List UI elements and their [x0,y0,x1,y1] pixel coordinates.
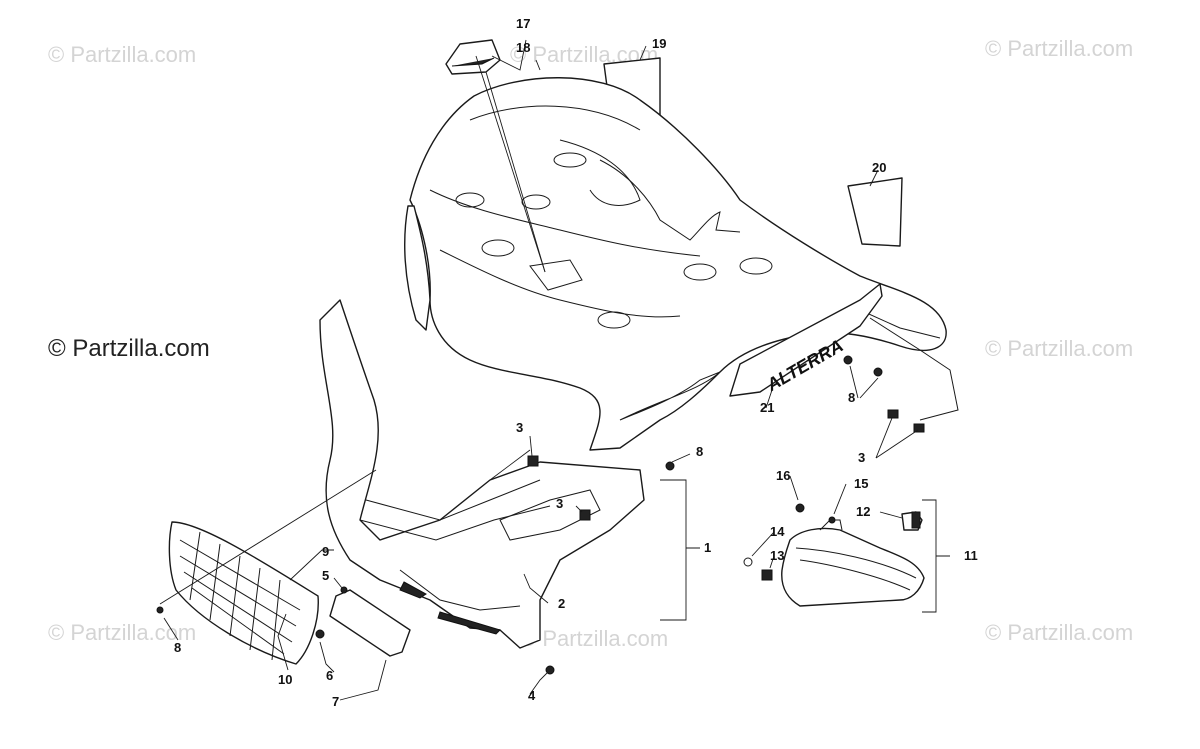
nut-part-13 [761,569,773,581]
headlight-part-11 [781,519,925,607]
callout-17: 17 [516,16,530,31]
screw-part-8-fender-b [873,367,883,377]
callout-8-grille: 8 [174,640,181,655]
callout-9: 9 [322,544,329,559]
watermark-main: © Partzilla.com [48,335,210,362]
watermark-bottom-right: © Partzilla.com [985,620,1133,645]
callout-5: 5 [322,568,329,583]
callout-8-bumper: 8 [696,444,703,459]
callout-16: 16 [776,468,790,483]
callout-3-fender: 3 [858,450,865,465]
clip-part-15 [828,516,836,524]
callout-12: 12 [856,504,870,519]
callout-7: 7 [332,694,339,709]
callout-11: 11 [964,548,978,563]
screw-part-6 [315,629,325,639]
watermark-top-left: © Partzilla.com [48,42,196,67]
front-fender-part-18 [404,77,959,451]
watermark-top-right: © Partzilla.com [985,36,1133,61]
callout-21: 21 [760,400,774,415]
callout-18: 18 [516,40,530,55]
screw-part-8-bumper [665,461,675,471]
callout-3-lower: 3 [556,496,563,511]
callout-20: 20 [872,160,886,175]
leader-lines [159,39,950,701]
insert-part-7 [329,589,411,657]
callout-15: 15 [854,476,868,491]
callouts: 17 18 19 20 21 8 3 3 3 8 1 2 4 5 6 7 9 1… [174,16,978,709]
screw-part-8-fender-a [843,355,853,365]
watermark-mid-right: © Partzilla.com [985,336,1133,361]
nut-part-16 [795,503,805,513]
decal-part-20 [847,177,903,247]
clip-part-3-fender-a [887,409,899,419]
callout-13: 13 [770,548,784,563]
oring-part-14 [743,557,753,567]
clip-part-3-lower [579,509,591,521]
callout-4: 4 [528,688,536,703]
front-bumper-part-1 [319,299,645,649]
callout-19: 19 [652,36,666,51]
screw-part-5 [340,586,348,594]
callout-8-fender: 8 [848,390,855,405]
callout-6: 6 [326,668,333,683]
callout-10: 10 [278,672,292,687]
badge-part-17 [445,39,501,75]
hardware [156,355,925,675]
callout-3-upper: 3 [516,420,523,435]
watermark-bottom-center: © Partzilla.com [520,626,668,651]
clip-part-3-upper [527,455,539,467]
bulb-part-12 [901,511,923,531]
callout-14: 14 [770,524,785,539]
screw-part-8-grille [156,606,164,614]
watermark-bottom-left: © Partzilla.com [48,620,196,645]
clip-part-3-fender-b [913,423,925,433]
callout-1: 1 [704,540,711,555]
callout-2: 2 [558,596,565,611]
